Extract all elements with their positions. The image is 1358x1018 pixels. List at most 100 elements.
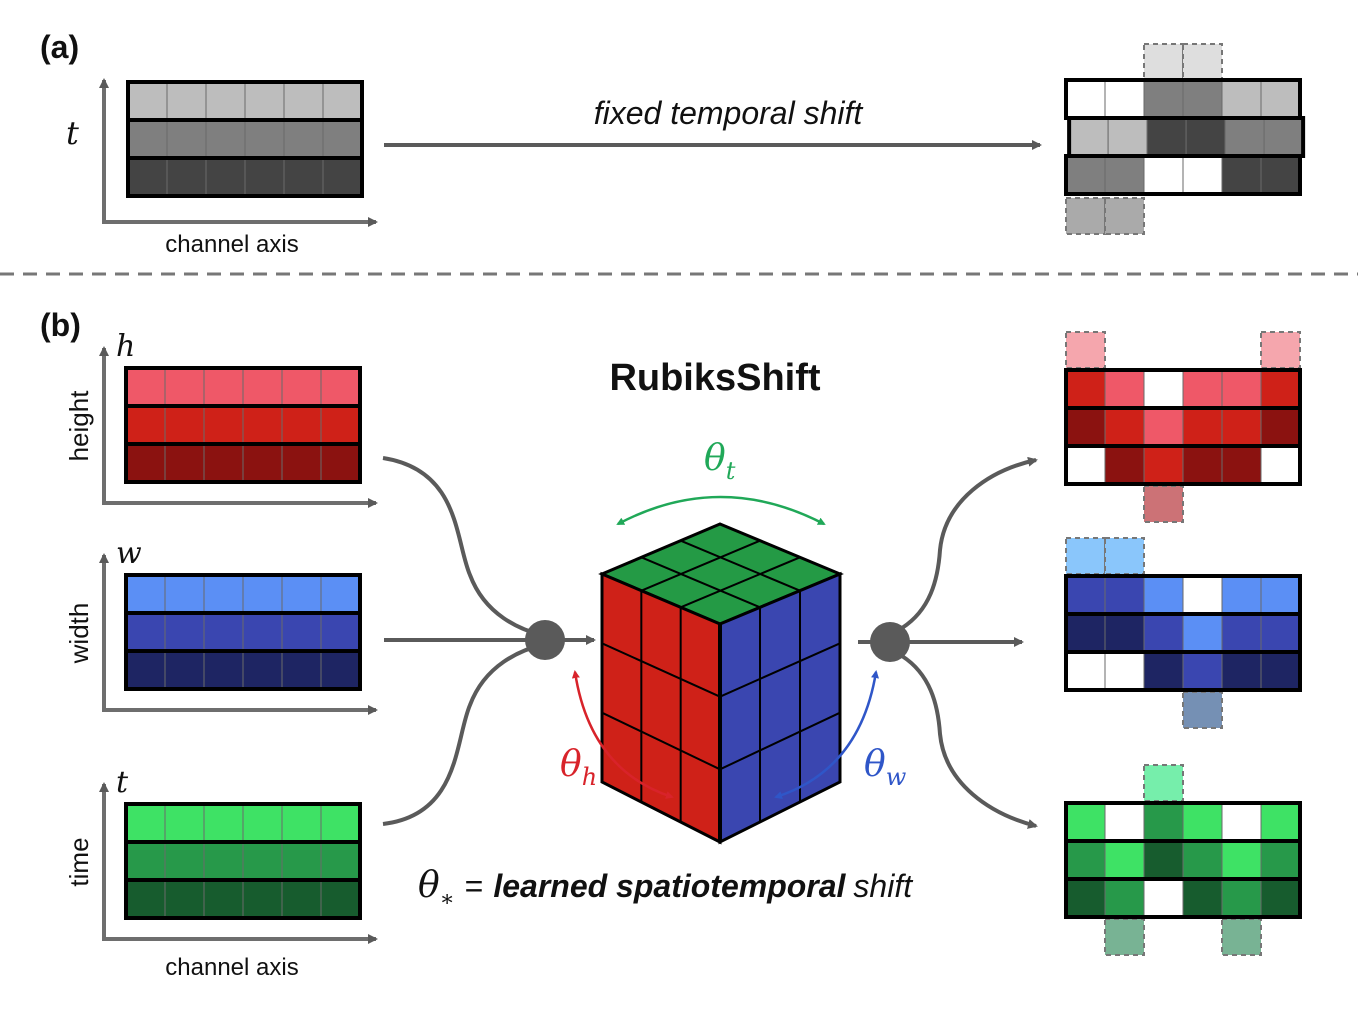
output-width-cell bbox=[1104, 613, 1145, 653]
output-height-ghost-cell-above bbox=[1065, 331, 1106, 369]
panel-b-tag: (b) bbox=[40, 307, 81, 343]
output-time-row bbox=[1064, 839, 1302, 881]
output-time-cell bbox=[1182, 802, 1223, 842]
a-input-cell bbox=[205, 119, 246, 159]
stream-width-input-row bbox=[124, 611, 362, 653]
output-width-ghost-cell-below bbox=[1182, 691, 1223, 729]
output-height-row bbox=[1064, 368, 1302, 410]
a-output-cell bbox=[1221, 155, 1262, 195]
stream-width-input-cell bbox=[203, 612, 244, 652]
theta-h-label: θh bbox=[560, 744, 597, 791]
stream-width-input-cell bbox=[125, 650, 166, 690]
stream-height-input-row bbox=[124, 404, 362, 446]
a-output-cell bbox=[1182, 155, 1223, 195]
stream-time-input-cell bbox=[281, 879, 322, 919]
output-time-cell bbox=[1260, 878, 1301, 918]
split-path-time bbox=[900, 654, 1038, 829]
output-height-cell bbox=[1104, 445, 1145, 485]
output-width-cell bbox=[1065, 613, 1106, 653]
output-time-row-outline bbox=[1064, 877, 1302, 919]
stream-width-input-cell bbox=[242, 612, 283, 652]
stream-width-input-cell bbox=[164, 650, 205, 690]
stream-height-input-cell bbox=[203, 443, 244, 483]
output-width-cell bbox=[1065, 651, 1106, 691]
a-output-cell bbox=[1260, 79, 1301, 119]
a-output-cell bbox=[1068, 117, 1109, 157]
a-input-cell bbox=[244, 81, 285, 121]
a-input-cell bbox=[244, 119, 285, 159]
stream-width-input-cell bbox=[125, 574, 166, 614]
output-time-cell bbox=[1065, 878, 1106, 918]
a-output-cell bbox=[1263, 117, 1304, 157]
stream-time-input-cell bbox=[203, 803, 244, 843]
a-output-cell bbox=[1107, 117, 1148, 157]
panel-a-input-tensor bbox=[126, 80, 364, 198]
stream-time-input-row bbox=[124, 878, 362, 920]
stream-time-input-cell bbox=[242, 879, 283, 919]
output-width-cell bbox=[1221, 575, 1262, 615]
a-output-ghost-cell-below bbox=[1104, 197, 1145, 235]
a-input-cell bbox=[283, 157, 324, 197]
stream-time-input-cell bbox=[164, 879, 205, 919]
stream-time-axis-label: time bbox=[64, 837, 94, 886]
output-width-cell bbox=[1182, 613, 1223, 653]
a-input-cell bbox=[127, 157, 168, 197]
stream-height-input-cell bbox=[320, 405, 361, 445]
stream-height-input-cell bbox=[203, 367, 244, 407]
theta-t-symbol: θ bbox=[704, 438, 726, 479]
stream-time-input-cell bbox=[164, 803, 205, 843]
stream-height-input-cell bbox=[281, 443, 322, 483]
output-height-cell bbox=[1182, 407, 1223, 447]
output-height-cell bbox=[1260, 445, 1301, 485]
theta-h-subscript: h bbox=[582, 763, 597, 791]
output-width-row bbox=[1064, 612, 1302, 654]
theta-h-rotation-arrow bbox=[571, 670, 674, 799]
output-height-row bbox=[1064, 406, 1302, 448]
output-width-cell bbox=[1104, 651, 1145, 691]
stream-time-input-cell bbox=[242, 841, 283, 881]
output-height-cell bbox=[1065, 407, 1106, 447]
stream-width-axis-label: width bbox=[64, 603, 94, 665]
stream-height-axis-label: height bbox=[64, 390, 94, 462]
output-time-cell bbox=[1221, 840, 1262, 880]
stream-height-input-cell bbox=[125, 367, 166, 407]
stream-width-input-cell bbox=[203, 574, 244, 614]
a-input-cell bbox=[166, 157, 207, 197]
stream-width-input-row-outline bbox=[124, 649, 362, 691]
output-width bbox=[1064, 537, 1302, 729]
output-width-cell bbox=[1182, 575, 1223, 615]
cube-grid-line bbox=[601, 642, 721, 698]
a-output-cell bbox=[1143, 79, 1184, 119]
theta-w-subscript: w bbox=[886, 763, 907, 791]
stream-time-input-cell bbox=[164, 841, 205, 881]
output-time-ghost-cell-below bbox=[1221, 918, 1262, 956]
stream-time-input-cell bbox=[203, 841, 244, 881]
stream-width-input-cell bbox=[164, 574, 205, 614]
split-node bbox=[870, 622, 910, 662]
a-output-row-outline bbox=[1064, 154, 1302, 196]
stream-width-input-cell bbox=[125, 612, 166, 652]
stream-time-input-row bbox=[124, 840, 362, 882]
stream-time-input-cell bbox=[281, 841, 322, 881]
output-height-cell bbox=[1260, 369, 1301, 409]
a-input-cell bbox=[322, 81, 363, 121]
output-time-cell bbox=[1143, 802, 1184, 842]
output-height-cell bbox=[1182, 445, 1223, 485]
stream-width-input-cell bbox=[164, 612, 205, 652]
a-output-row bbox=[1064, 154, 1302, 196]
a-input-cell bbox=[166, 119, 207, 159]
output-width-cell bbox=[1260, 613, 1301, 653]
output-width-cell bbox=[1260, 651, 1301, 691]
a-input-row bbox=[126, 118, 364, 160]
stream-width-input-cell bbox=[242, 574, 283, 614]
output-time-cell bbox=[1065, 840, 1106, 880]
stream-time-input-row bbox=[124, 802, 362, 844]
stream-width-input-cell bbox=[281, 650, 322, 690]
stream-height-input-cell bbox=[320, 367, 361, 407]
stream-height-input-cell bbox=[203, 405, 244, 445]
output-width-cell bbox=[1260, 575, 1301, 615]
a-output-cell bbox=[1104, 155, 1145, 195]
